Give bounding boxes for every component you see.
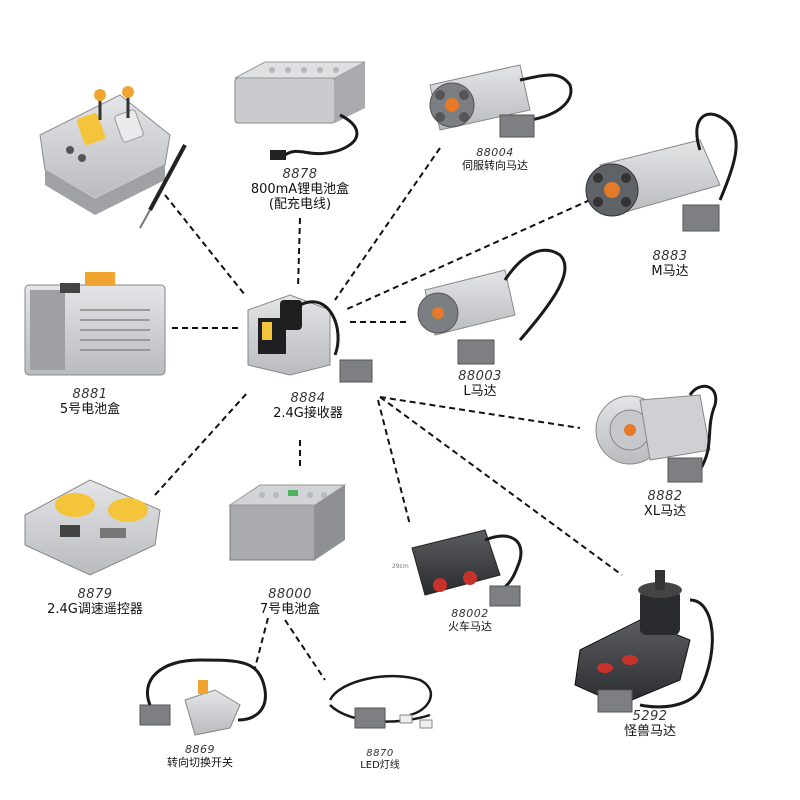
label-monster-motor-name: 怪兽马达 <box>623 723 676 739</box>
label-train-motor: 88002 火车马达 <box>430 607 510 633</box>
label-speed-remote-code: 8879 <box>77 587 113 602</box>
label-l-motor: 88003 L马达 <box>440 369 520 400</box>
label-speed-remote-name: 2.4G调速遥控器 <box>47 601 143 617</box>
switch-image <box>139 658 267 736</box>
l-motor-image <box>417 248 567 365</box>
li-battery-image <box>234 61 366 160</box>
speed-remote-image <box>24 479 161 576</box>
connector-remote <box>164 194 246 296</box>
servo-motor-image <box>429 64 573 138</box>
label-receiver-code: 8884 <box>290 391 326 406</box>
connector-switch <box>254 617 269 669</box>
label-receiver-name: 2.4G接收器 <box>273 405 343 421</box>
label-monster-motor-code: 5292 <box>632 709 668 724</box>
connector-xl-motor <box>379 396 581 429</box>
receiver-image <box>247 294 373 383</box>
label-xl-motor-name: XL马达 <box>643 503 687 519</box>
label-train-motor-name: 火车马达 <box>448 619 492 633</box>
label-m-motor-code: 8883 <box>652 249 688 264</box>
monster-motor-image <box>574 570 714 713</box>
connector-monster <box>379 396 623 576</box>
led-image <box>328 674 433 729</box>
connector-li-battery <box>297 217 301 289</box>
remote-control-image <box>39 86 187 229</box>
label-speed-remote: 8879 2.4G调速遥控器 <box>30 587 160 618</box>
connector-m-motor <box>344 199 591 311</box>
label-switch: 8869 转向切换开关 <box>145 743 255 769</box>
label-train-motor-code: 88002 <box>451 607 489 620</box>
label-aaa-battery-name: 7号电池盒 <box>259 601 321 617</box>
label-m-motor: 8883 M马达 <box>635 249 705 280</box>
label-aa-battery-name: 5号电池盒 <box>59 401 121 417</box>
label-m-motor-name: M马达 <box>651 263 689 279</box>
label-l-motor-code: 88003 <box>458 369 502 384</box>
label-li-battery-name2: (配充电线) <box>268 196 332 212</box>
label-l-motor-name: L马达 <box>463 383 497 399</box>
label-li-battery-code: 8878 <box>282 167 318 182</box>
label-switch-code: 8869 <box>185 743 215 756</box>
connector-speed-remote <box>154 391 249 496</box>
label-li-battery-name: 800mA锂电池盒 <box>250 181 350 197</box>
train-motor-image: 29cm <box>392 529 523 607</box>
label-receiver: 8884 2.4G接收器 <box>258 391 358 422</box>
label-aa-battery-code: 8881 <box>72 387 108 402</box>
label-li-battery: 8878 800mA锂电池盒 (配充电线) <box>245 167 355 213</box>
aa-battery-image <box>24 272 166 376</box>
svg-text:29cm: 29cm <box>392 563 409 570</box>
label-led: 8870 LED灯线 <box>345 748 415 771</box>
label-aaa-battery-code: 88000 <box>268 587 312 602</box>
label-aa-battery: 8881 5号电池盒 <box>45 387 135 418</box>
label-servo-motor-code: 88004 <box>476 146 514 159</box>
label-led-code: 8870 <box>366 748 394 759</box>
label-switch-name: 转向切换开关 <box>167 755 233 769</box>
xl-motor-image <box>595 384 718 483</box>
label-aaa-battery: 88000 7号电池盒 <box>240 587 340 618</box>
label-servo-motor-name: 伺服转向马达 <box>462 158 528 172</box>
label-xl-motor-code: 8882 <box>647 489 683 504</box>
m-motor-image <box>585 112 738 232</box>
label-monster-motor: 5292 怪兽马达 <box>610 709 690 740</box>
label-servo-motor: 88004 伺服转向马达 <box>445 146 545 172</box>
connector-lines <box>154 147 623 681</box>
label-xl-motor: 8882 XL马达 <box>630 489 700 520</box>
label-led-name: LED灯线 <box>360 759 400 771</box>
connector-train <box>377 399 411 526</box>
aaa-battery-image <box>228 484 347 561</box>
connector-led <box>284 619 326 681</box>
connector-servo <box>334 147 441 301</box>
